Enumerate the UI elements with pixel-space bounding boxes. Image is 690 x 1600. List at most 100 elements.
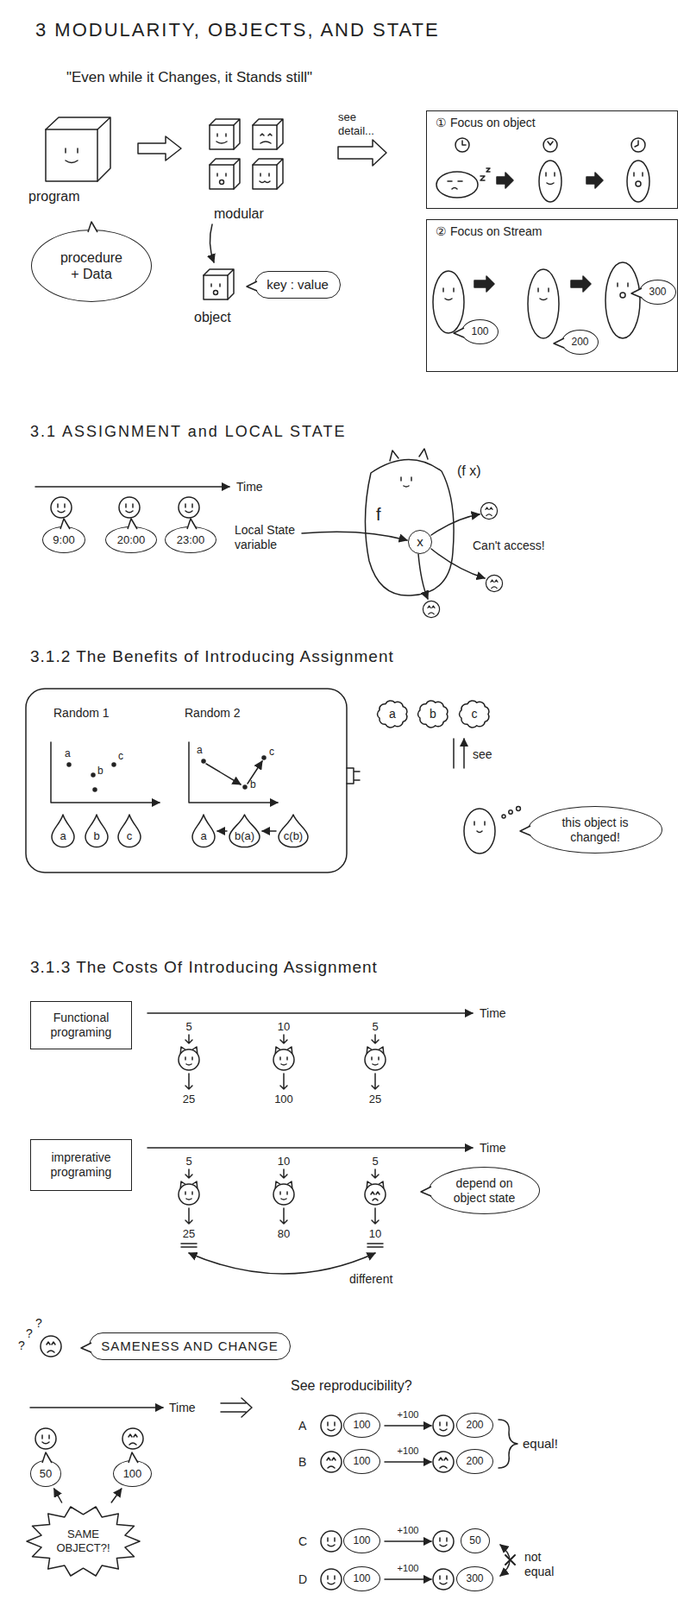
random-panel	[25, 688, 360, 872]
observer	[508, 809, 513, 814]
connector-arrow	[54, 1487, 63, 1502]
focus-object-scene	[447, 181, 463, 189]
speech-bubble: this object is changed!	[527, 805, 663, 854]
connector-arrow	[262, 829, 276, 832]
note: not equal	[524, 1549, 565, 1579]
bubble-tail	[245, 280, 258, 292]
section-heading: 3.1 ASSIGNMENT and LOCAL STATE	[30, 422, 346, 442]
reproducibility-rows	[384, 1460, 432, 1462]
random-panel	[93, 787, 97, 791]
bubble-tail	[519, 824, 531, 836]
bubble-tail	[420, 1185, 432, 1196]
program-cube	[65, 148, 78, 164]
row-letter: C	[298, 1533, 308, 1549]
modular-cubes	[259, 173, 270, 183]
teardrop-value: a	[50, 813, 76, 848]
function-name: f	[376, 503, 382, 525]
modular-cubes	[216, 133, 227, 144]
imperative-timeline	[178, 1180, 200, 1205]
focus-object-scene	[634, 140, 639, 147]
imperative-timeline	[181, 1242, 383, 1247]
random-panel	[25, 688, 347, 872]
speech-bubble: 100	[343, 1527, 381, 1553]
reproducibility-rows	[320, 1450, 342, 1472]
random-panel	[206, 763, 241, 785]
bubble-tail	[553, 338, 565, 348]
function-blob	[401, 476, 412, 487]
functional-timeline	[273, 1046, 295, 1070]
focus-stream-scene	[605, 262, 640, 339]
question-mark: ?	[25, 1325, 33, 1341]
reproducibility-rows	[320, 1414, 518, 1589]
focus-stream-scene	[474, 276, 495, 292]
node-text: 100	[352, 1533, 371, 1546]
speech-bubble: 23:00	[164, 526, 217, 553]
cloud-value: b	[414, 697, 452, 730]
reproducibility-rows	[500, 1543, 510, 1575]
random-panel	[201, 759, 206, 763]
object-cube	[213, 290, 219, 295]
teardrop-value: c	[117, 813, 142, 848]
random-panel	[112, 762, 116, 766]
focus-object-scene	[631, 138, 646, 152]
page-title: 3 MODULARITY, OBJECTS, AND STATE	[35, 18, 440, 42]
bubble-tail	[552, 337, 565, 349]
functional-timeline	[371, 1072, 379, 1089]
teardrop-value: a	[191, 813, 216, 848]
reproducibility-rows	[384, 1577, 432, 1580]
axis-label: Time	[169, 1399, 196, 1415]
imperative-timeline	[371, 1207, 379, 1224]
focus-object-scene	[462, 140, 466, 145]
node-text: ② Focus on Stream	[435, 224, 543, 239]
axis-label: Time	[479, 1005, 507, 1021]
focus-object-scene	[480, 168, 490, 181]
speech-bubble: 300	[639, 279, 677, 305]
reproducibility-rows	[505, 1554, 515, 1564]
leader-label: Local State variable	[234, 522, 321, 552]
teardrop-outline	[51, 814, 75, 847]
modular-cubes	[209, 119, 283, 189]
focus-object-scene	[436, 171, 478, 198]
speech-bubble: depend on object state	[428, 1166, 540, 1214]
teardrop-outline	[192, 814, 215, 847]
reproducibility-rows	[498, 1418, 518, 1468]
hollow-arrow	[138, 136, 182, 161]
program-cube	[45, 129, 98, 182]
node-text: 200	[465, 1417, 483, 1431]
functional-timeline	[280, 1034, 288, 1043]
node-text: 9:00	[52, 533, 75, 547]
function-blob	[301, 531, 408, 540]
program-cube	[45, 117, 111, 182]
input-value: 5	[371, 1154, 378, 1168]
reproducibility-rows	[320, 1530, 342, 1551]
bubble-tail	[453, 327, 465, 338]
node-text: Functional programing	[39, 1009, 123, 1040]
speech-bubble: procedure + Data	[31, 229, 152, 302]
reproducibility-rows	[320, 1568, 342, 1589]
focus-object-scene	[543, 138, 558, 152]
node-text: 300	[465, 1571, 483, 1584]
focus-stream-scene	[570, 276, 591, 292]
observer	[453, 738, 465, 768]
function-blob	[389, 448, 428, 461]
node-text: 100	[352, 1571, 371, 1584]
focus-object-scene	[436, 138, 650, 202]
function-blob	[431, 548, 485, 578]
focus-object-scene	[633, 172, 643, 176]
quote: "Even while it Changes, it Stands still"	[66, 69, 313, 87]
sameness-scene	[35, 1427, 57, 1449]
focus-stream-scene	[527, 269, 559, 339]
object-cube	[203, 269, 234, 300]
focus-stream-scene	[620, 292, 626, 298]
reproducibility-rows	[432, 1414, 454, 1436]
note: see	[472, 746, 493, 762]
focus-object-scene	[455, 138, 470, 152]
modular-cubes	[209, 119, 240, 150]
focus-object-scene	[539, 160, 562, 202]
node-text: depend on object state	[448, 1175, 521, 1205]
speech-bubble: 100	[112, 1459, 152, 1487]
functional-timeline	[147, 1011, 473, 1014]
panel-box: imprerative programing	[30, 1138, 132, 1191]
note: See reproducibility?	[290, 1376, 413, 1393]
